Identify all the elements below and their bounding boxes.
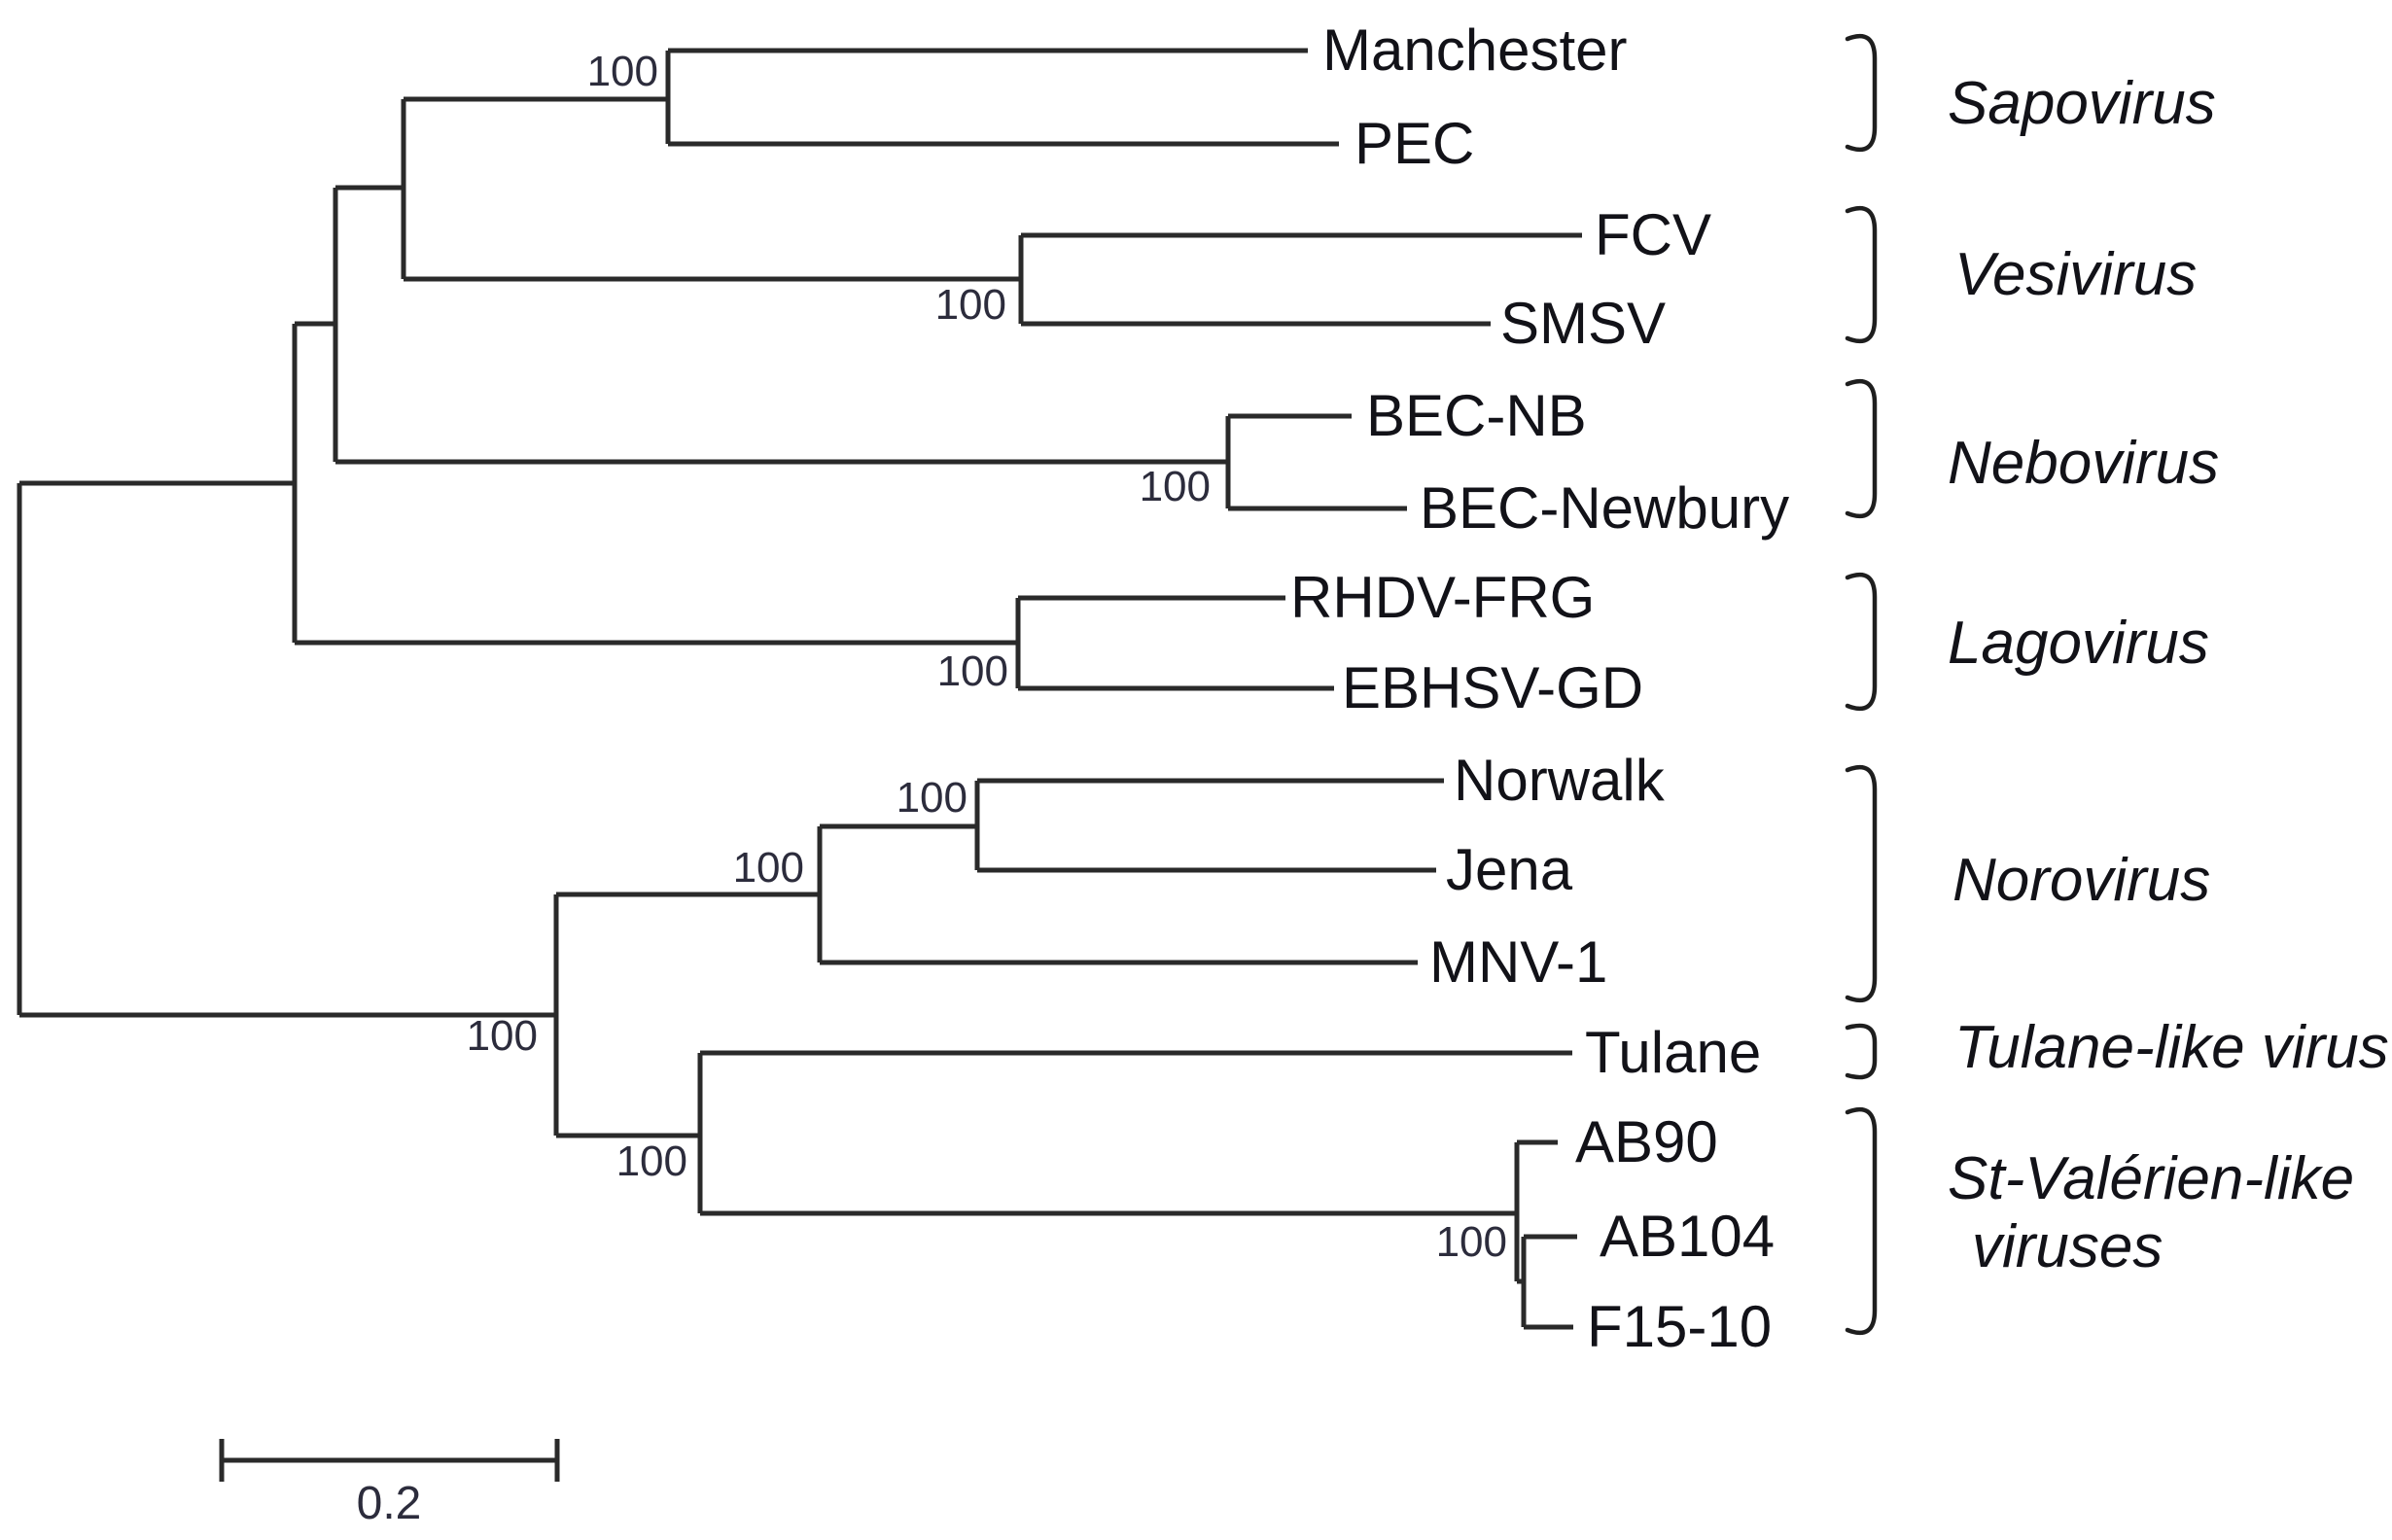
bootstrap-lagovirus: 100: [936, 648, 1008, 695]
leaf-label-norwalk: Norwalk: [1454, 748, 1665, 813]
leaf-label-manchester: Manchester: [1322, 18, 1628, 83]
scale-bar-label: 0.2: [356, 1478, 422, 1529]
bootstrap-norovirus: 100: [732, 844, 804, 892]
genus-label-st-valerien-line2: viruses: [1972, 1213, 2163, 1280]
leaf-label-pec: PEC: [1354, 111, 1475, 176]
bracket-nebovirus: [1845, 378, 1878, 519]
bootstrap-tulane-stv: 100: [616, 1138, 687, 1185]
leaf-label-ab90: AB90: [1575, 1109, 1718, 1174]
bracket-sapovirus: [1845, 33, 1878, 153]
leaf-label-ab104: AB104: [1600, 1204, 1776, 1269]
genus-label-nebovirus: Nebovirus: [1948, 430, 2220, 497]
leaf-label-tulane: Tulane: [1585, 1020, 1762, 1085]
leaf-label-fcv: FCV: [1595, 202, 1711, 267]
genus-label-norovirus: Norovirus: [1952, 847, 2211, 914]
leaf-label-bec-nb: BEC-NB: [1366, 383, 1587, 448]
bracket-vesivirus: [1845, 205, 1878, 344]
bootstrap-sapovirus: 100: [586, 48, 658, 95]
leaf-label-f15-10: F15-10: [1587, 1294, 1773, 1359]
genus-label-lagovirus: Lagovirus: [1948, 610, 2209, 677]
bootstrap-lower-clade: 100: [466, 1012, 538, 1060]
bootstrap-vesivirus: 100: [934, 281, 1006, 329]
bootstrap-norwalk-jena: 100: [896, 774, 967, 822]
genus-label-tulane-like: Tulane-like virus: [1954, 1014, 2389, 1081]
genus-label-sapovirus: Sapovirus: [1948, 70, 2216, 137]
bracket-tulane-like: [1845, 1023, 1878, 1080]
bootstrap-st-valerien: 100: [1435, 1218, 1507, 1266]
leaf-label-rhdv-frg: RHDV-FRG: [1290, 565, 1596, 630]
leaf-label-mnv-1: MNV-1: [1429, 929, 1608, 995]
bracket-lagovirus: [1845, 572, 1878, 712]
genus-label-vesivirus: Vesivirus: [1954, 241, 2198, 308]
leaf-label-ebhsv-gd: EBHSV-GD: [1342, 655, 1644, 720]
leaf-label-bec-newbury: BEC-Newbury: [1420, 475, 1790, 541]
bracket-st-valerien: [1845, 1106, 1878, 1336]
genus-label-st-valerien-line1: St-Valérien-like: [1948, 1145, 2355, 1212]
leaf-label-smsv: SMSV: [1500, 291, 1667, 356]
bracket-norovirus: [1845, 764, 1878, 1003]
bootstrap-nebovirus: 100: [1139, 463, 1211, 510]
leaf-label-jena: Jena: [1446, 837, 1573, 902]
